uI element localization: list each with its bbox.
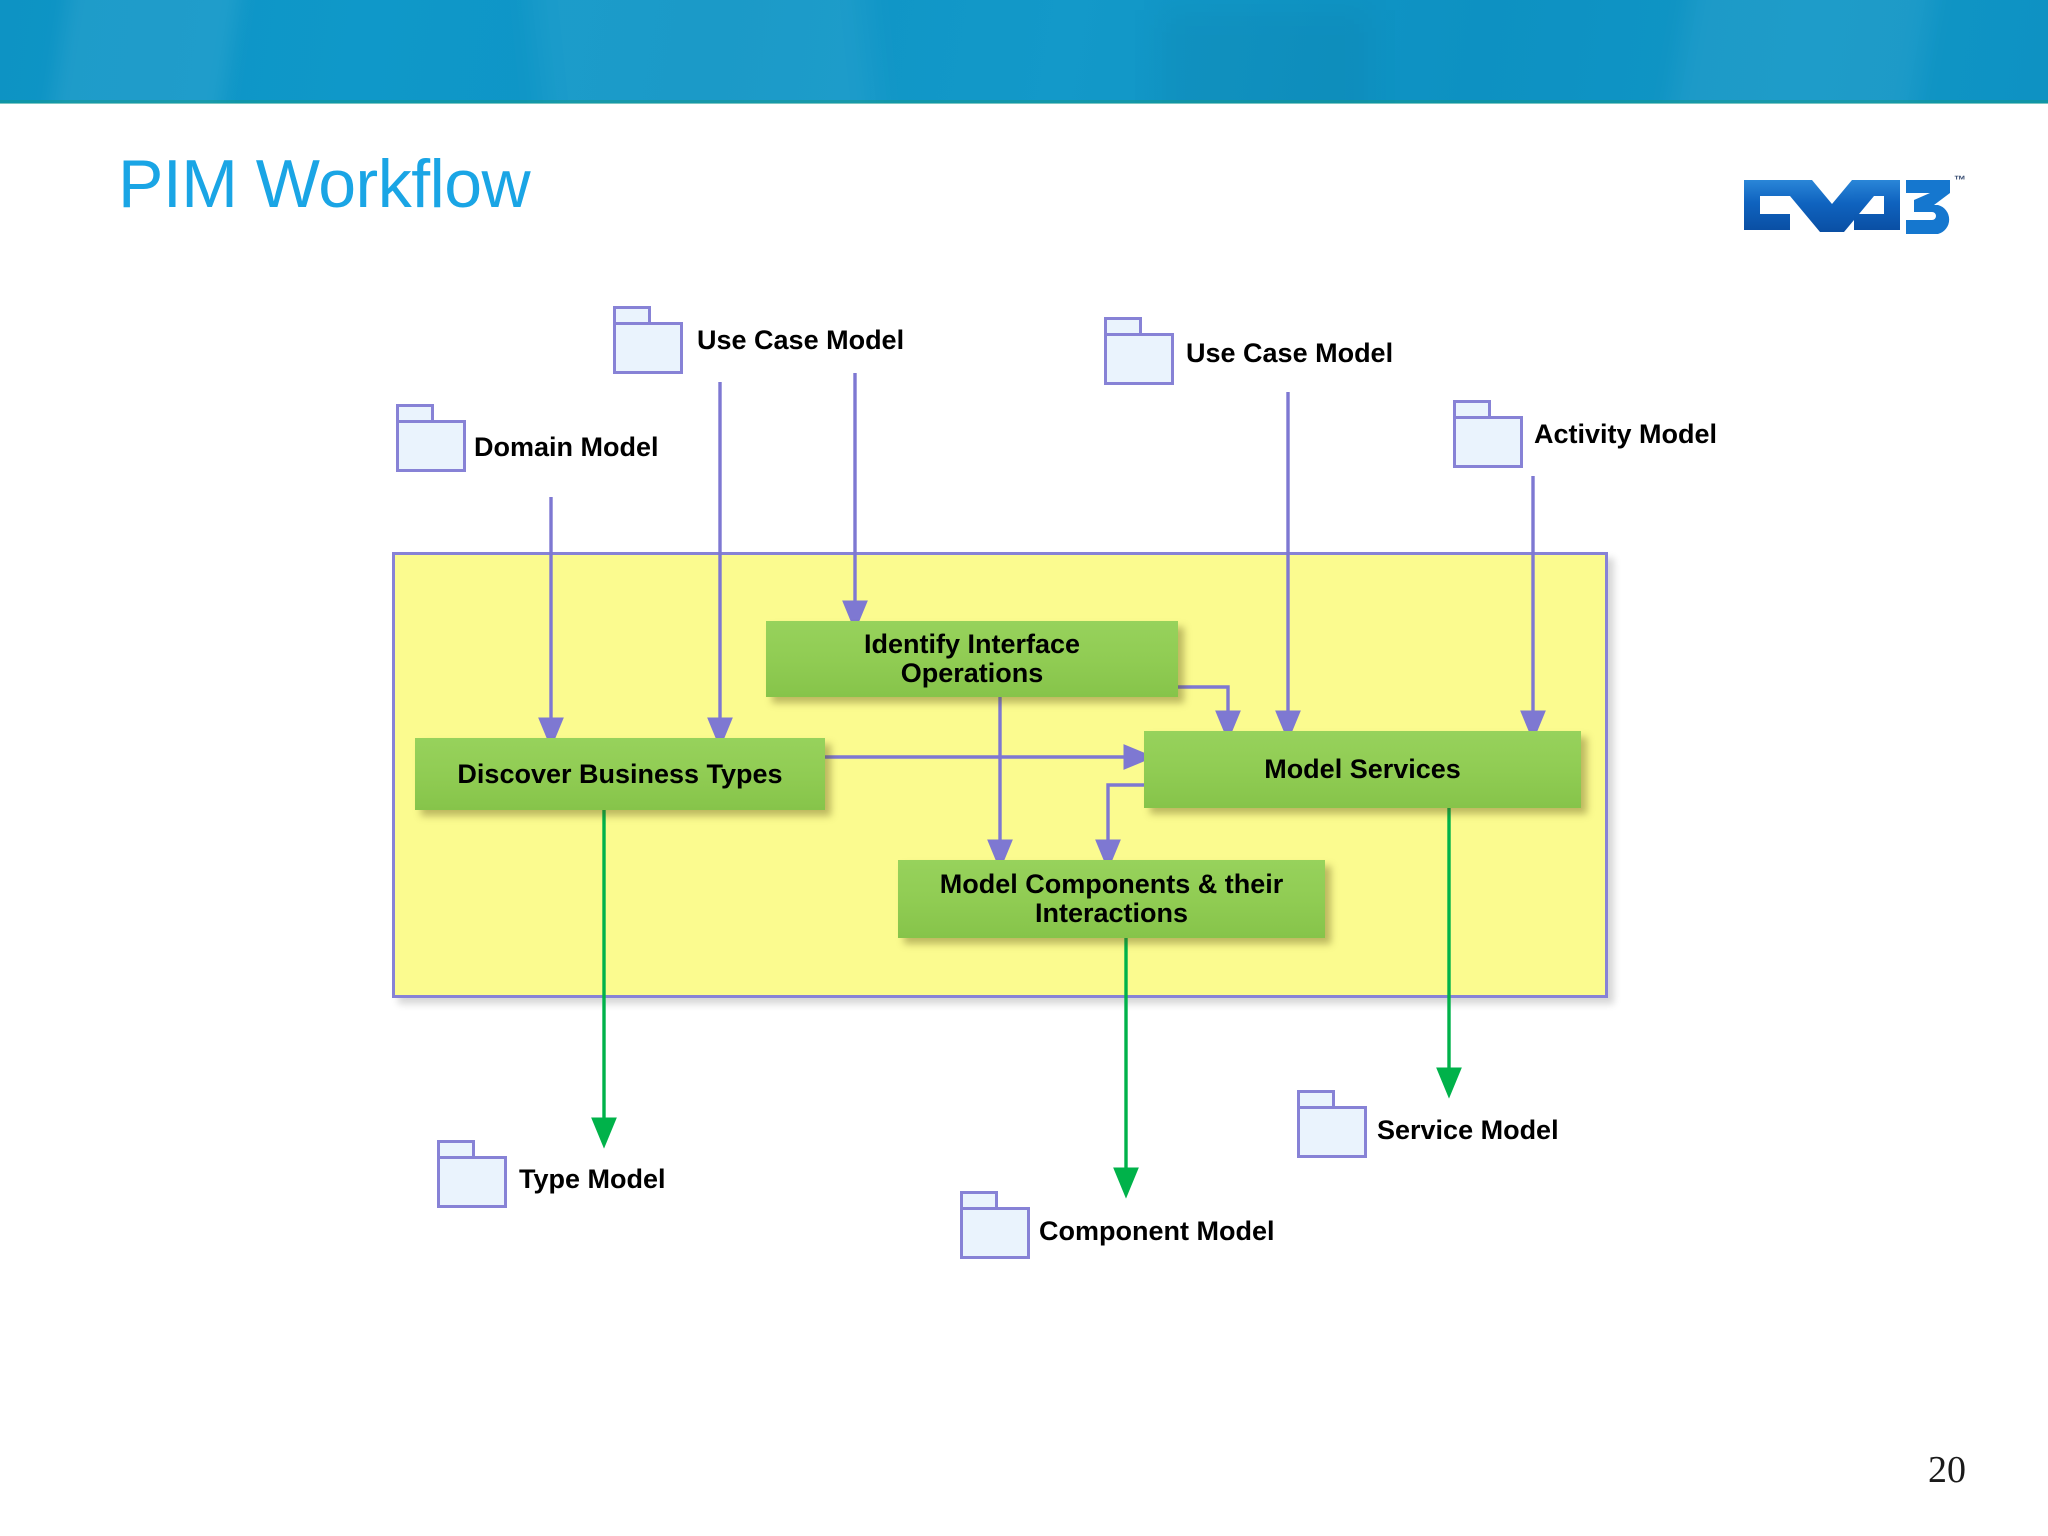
page-number: 20 bbox=[1928, 1449, 1966, 1491]
package-body bbox=[396, 420, 466, 472]
activity-model-services[interactable]: Model Services bbox=[1144, 731, 1581, 808]
package-body bbox=[613, 322, 683, 374]
package-body bbox=[960, 1207, 1030, 1259]
package-label-domain-model: Domain Model bbox=[474, 432, 659, 462]
banner-underline bbox=[0, 100, 2048, 104]
package-label-component-model: Component Model bbox=[1039, 1216, 1275, 1246]
slide-banner bbox=[0, 0, 2048, 103]
package-icon-service-model bbox=[1297, 1090, 1367, 1158]
activity-identify-interface-operations[interactable]: Identify Interface Operations bbox=[766, 621, 1178, 697]
package-icon-domain-model bbox=[396, 404, 466, 472]
package-body bbox=[1104, 333, 1174, 385]
activity-label: Discover Business Types bbox=[457, 758, 783, 789]
package-body bbox=[437, 1156, 507, 1208]
m3-logo-icon: ™ bbox=[1738, 166, 1978, 244]
activity-label: Model Services bbox=[1264, 754, 1461, 785]
package-label-service-model: Service Model bbox=[1377, 1115, 1559, 1145]
package-icon-use-case-model-1 bbox=[613, 306, 683, 374]
package-icon-use-case-model-2 bbox=[1104, 317, 1174, 385]
banner-shade-mid bbox=[1160, 10, 1370, 103]
activity-label: Identify Interface Operations bbox=[863, 629, 1081, 688]
package-label-use-case-model-1: Use Case Model bbox=[697, 325, 905, 355]
package-label-type-model: Type Model bbox=[519, 1164, 666, 1194]
package-icon-activity-model bbox=[1453, 400, 1523, 468]
package-body bbox=[1453, 416, 1523, 468]
page-title: PIM Workflow bbox=[118, 146, 531, 222]
activity-model-components[interactable]: Model Components & their Interactions bbox=[898, 860, 1325, 938]
package-label-activity-model: Activity Model bbox=[1534, 419, 1718, 449]
package-icon-type-model bbox=[437, 1140, 507, 1208]
package-body bbox=[1297, 1106, 1367, 1158]
package-label-use-case-model-2: Use Case Model bbox=[1186, 338, 1394, 368]
package-icon-component-model bbox=[960, 1191, 1030, 1259]
activity-label: Model Components & their Interactions bbox=[939, 869, 1284, 928]
logo-tm-mark: ™ bbox=[1954, 173, 1966, 187]
activity-discover-business-types[interactable]: Discover Business Types bbox=[415, 738, 825, 810]
